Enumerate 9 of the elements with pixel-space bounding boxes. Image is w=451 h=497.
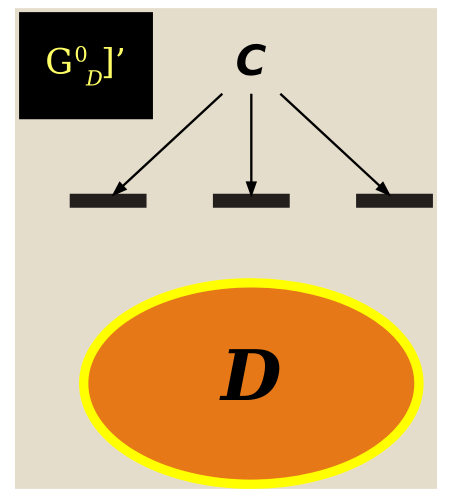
node-text: C	[235, 36, 266, 85]
node-bar	[212, 194, 290, 208]
label: G$^{0}$$_{D}$]’	[44, 42, 126, 90]
arrow	[279, 92, 391, 197]
arrow	[110, 92, 223, 197]
arrow	[245, 94, 257, 198]
node-bar	[356, 194, 432, 208]
node-bar	[69, 194, 146, 208]
node-ellipse: D	[78, 278, 424, 489]
